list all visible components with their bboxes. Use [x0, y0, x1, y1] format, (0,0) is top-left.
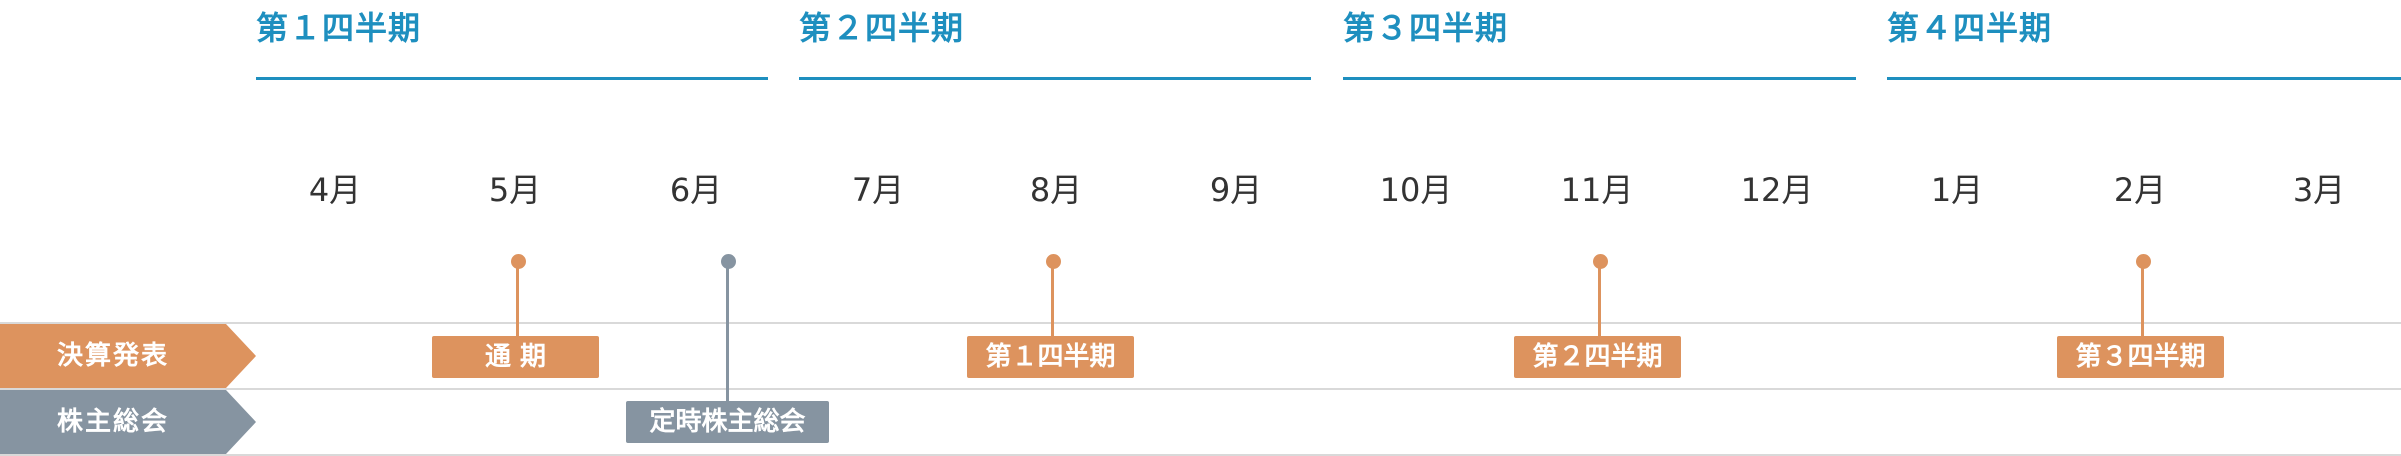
- month-dec: 12月: [1740, 171, 1814, 209]
- quarter-4-underline: [1887, 77, 2401, 80]
- month-apr: 4月: [308, 171, 362, 209]
- quarter-2-title: 第２四半期: [799, 9, 965, 47]
- month-jul: 7月: [851, 171, 905, 209]
- month-aug: 8月: [1029, 171, 1083, 209]
- quarter-2-underline: [799, 77, 1311, 80]
- month-feb: 2月: [2113, 171, 2167, 209]
- row-divider-bottom: [0, 454, 2401, 456]
- quarter-4-title: 第４四半期: [1887, 9, 2053, 47]
- marker-stem-q3: [2141, 260, 2144, 336]
- marker-stem-q1: [1051, 260, 1054, 336]
- month-oct: 10月: [1379, 171, 1453, 209]
- row-label-shareholders-meeting-text: 株主総会: [56, 407, 169, 437]
- event-q1-results: 第１四半期: [967, 336, 1134, 378]
- quarter-3-underline: [1343, 77, 1856, 80]
- marker-stem-annual: [516, 260, 519, 336]
- row-label-earnings: 決算発表: [0, 324, 256, 388]
- quarter-1-underline: [256, 77, 768, 80]
- row-label-shareholders-meeting: 株主総会: [0, 390, 256, 454]
- event-q2-results: 第２四半期: [1514, 336, 1681, 378]
- marker-stem-q2: [1598, 260, 1601, 336]
- marker-stem-agm: [726, 260, 729, 402]
- event-annual-results: 通 期: [432, 336, 599, 378]
- event-q3-results: 第３四半期: [2057, 336, 2224, 378]
- marker-dot-q2: [1593, 254, 1608, 269]
- marker-dot-q3: [2136, 254, 2151, 269]
- marker-dot-q1: [1046, 254, 1061, 269]
- month-may: 5月: [488, 171, 542, 209]
- marker-dot-annual: [511, 254, 526, 269]
- row-divider-top: [0, 322, 2401, 324]
- row-label-earnings-text: 決算発表: [56, 341, 169, 371]
- quarter-3-title: 第３四半期: [1343, 9, 1509, 47]
- month-jan: 1月: [1930, 171, 1984, 209]
- quarter-1-title: 第１四半期: [256, 9, 422, 47]
- row-divider-middle: [0, 388, 2401, 390]
- marker-dot-agm: [721, 254, 736, 269]
- month-nov: 11月: [1560, 171, 1634, 209]
- month-jun: 6月: [669, 171, 723, 209]
- month-mar: 3月: [2292, 171, 2346, 209]
- month-sep: 9月: [1209, 171, 1263, 209]
- event-annual-shareholders-meeting: 定時株主総会: [626, 401, 829, 443]
